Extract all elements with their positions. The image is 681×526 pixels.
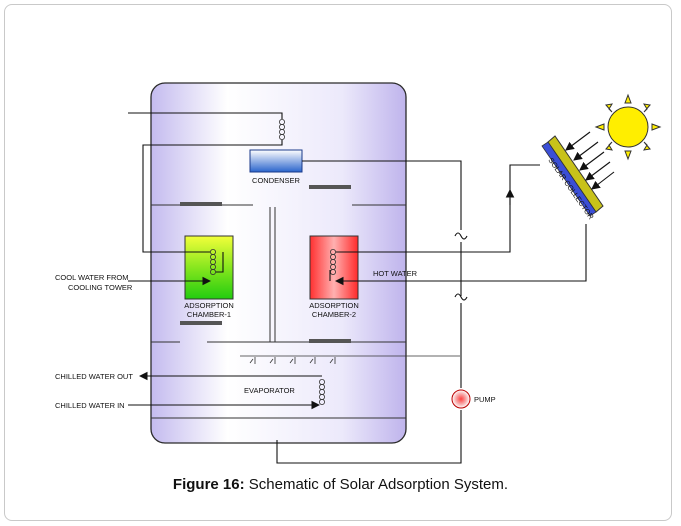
pump-label: PUMP xyxy=(474,395,496,404)
adsorption-chamber-2 xyxy=(309,235,359,300)
adsorption-chamber-1 xyxy=(184,235,234,300)
hot-water-label: HOT WATER xyxy=(373,269,418,278)
cool-water-label-line2: COOLING TOWER xyxy=(68,283,133,292)
chamber-1-label-line2: CHAMBER-1 xyxy=(187,310,231,319)
chamber-1-label-line1: ADSORPTION xyxy=(184,301,234,310)
condenser xyxy=(249,149,303,173)
cool-water-label-line1: COOL WATER FROM xyxy=(55,273,128,282)
sun-icon xyxy=(594,93,662,161)
chilled-water-out-label: CHILLED WATER OUT xyxy=(55,372,133,381)
evaporator-label: EVAPORATOR xyxy=(244,386,295,395)
chamber-2-label-line1: ADSORPTION xyxy=(309,301,359,310)
figure-caption: Figure 16: Schematic of Solar Adsorption… xyxy=(0,476,681,493)
figure-number: Figure 16: xyxy=(172,476,245,493)
caption-text: Schematic of Solar Adsorption System. xyxy=(244,476,509,493)
vessel xyxy=(150,82,407,444)
solar-collector xyxy=(541,135,604,217)
chilled-water-in-label: CHILLED WATER IN xyxy=(55,401,125,410)
evaporator-spray xyxy=(240,355,460,364)
chamber-2-label-line2: CHAMBER-2 xyxy=(312,310,356,319)
pump xyxy=(451,389,471,409)
condenser-label: CONDENSER xyxy=(252,176,301,185)
